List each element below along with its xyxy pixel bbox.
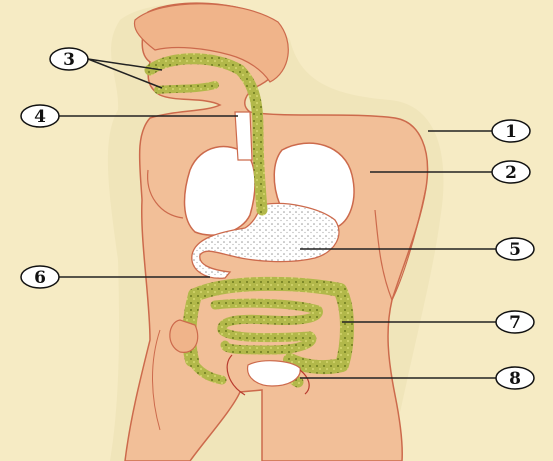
trachea (235, 112, 252, 160)
svg-text:8: 8 (509, 369, 521, 389)
svg-text:1: 1 (505, 122, 517, 142)
label-6: 6 (21, 266, 59, 288)
label-2: 2 (492, 161, 530, 183)
svg-text:4: 4 (34, 107, 46, 127)
svg-text:7: 7 (509, 313, 521, 333)
label-5: 5 (496, 238, 534, 260)
label-1: 1 (492, 120, 530, 142)
lower-organ (170, 320, 198, 352)
label-7: 7 (496, 311, 534, 333)
label-8: 8 (496, 367, 534, 389)
label-3: 3 (50, 48, 88, 70)
svg-text:3: 3 (63, 50, 75, 70)
svg-text:5: 5 (509, 240, 521, 260)
svg-text:2: 2 (505, 163, 517, 183)
label-4: 4 (21, 105, 59, 127)
svg-text:6: 6 (34, 268, 46, 288)
